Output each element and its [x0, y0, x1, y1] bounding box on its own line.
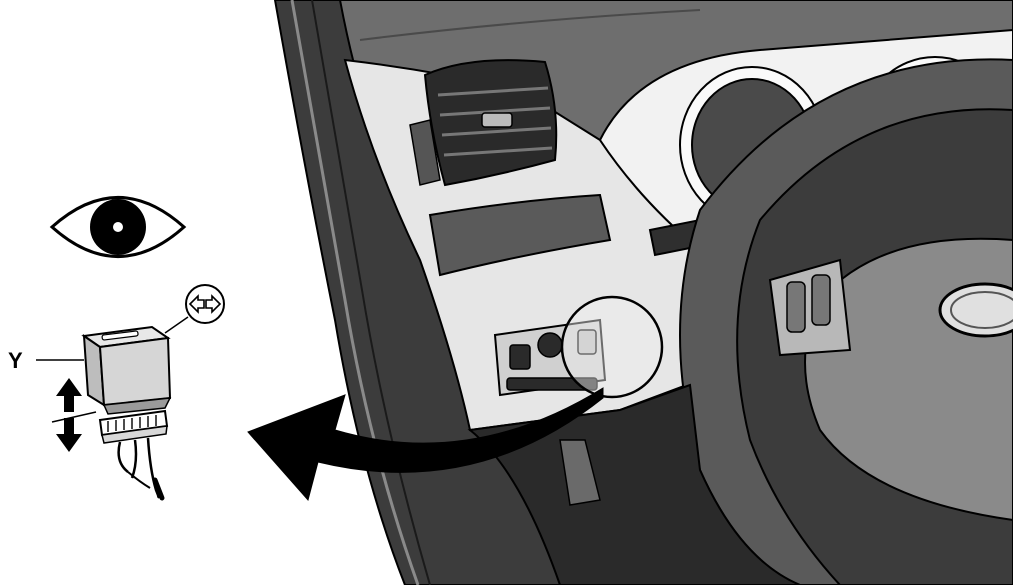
- eye-icon: [52, 198, 184, 257]
- double-arrow-circle-icon: [165, 285, 224, 333]
- relay: [84, 327, 170, 414]
- connector-wire: [119, 438, 159, 497]
- connector: [100, 411, 167, 498]
- relay-location-highlight: [562, 297, 662, 397]
- callout-y-label: Y: [8, 348, 23, 373]
- air-vent: [410, 60, 556, 185]
- callout-y: Y: [8, 348, 84, 373]
- car-interior: [275, 0, 1013, 585]
